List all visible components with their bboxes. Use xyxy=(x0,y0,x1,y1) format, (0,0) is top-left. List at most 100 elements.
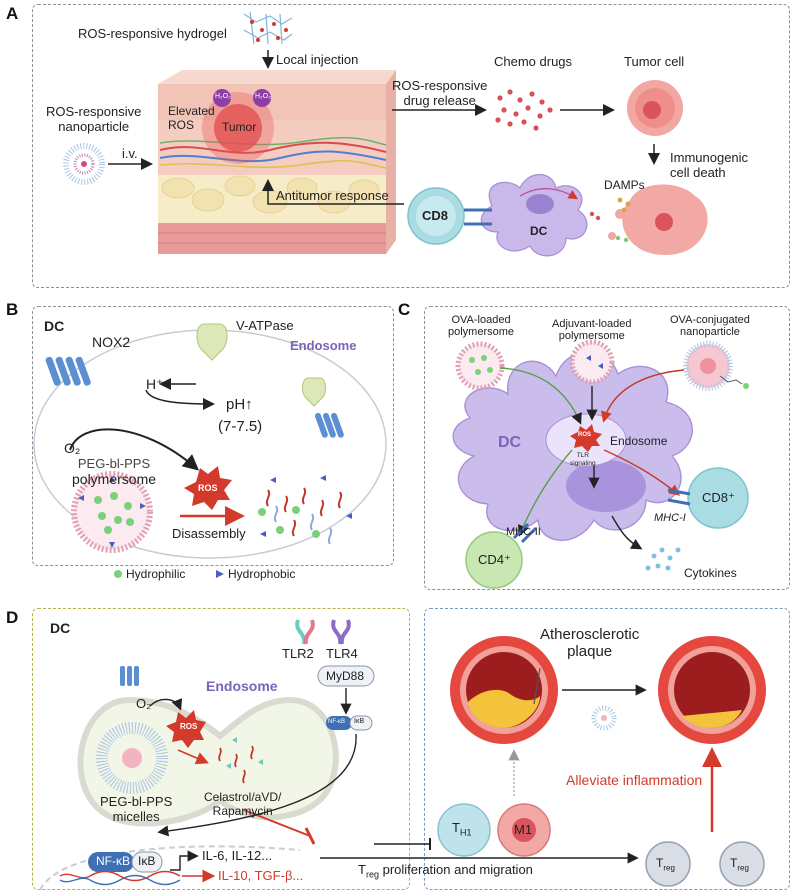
tlr2-label: TLR2 xyxy=(282,646,314,661)
chemo-drugs-icon xyxy=(495,89,553,131)
nfkb-label: NF-κB xyxy=(96,854,130,868)
artery-plaque-icon xyxy=(450,636,558,744)
dying-cell-icon xyxy=(608,184,708,255)
adjuvant-polymersome-icon xyxy=(569,339,615,385)
tumor-cell-label: Tumor cell xyxy=(624,54,685,69)
cd4-tcell-icon xyxy=(465,531,523,589)
hydrogel-label: ROS-responsive hydrogel xyxy=(78,26,227,41)
panel-c-label: C xyxy=(398,300,411,319)
nfkb-small-label: NF-κB xyxy=(328,719,345,725)
dc-label-c: DC xyxy=(498,434,522,451)
disassembly-label: Disassembly xyxy=(172,526,246,541)
damps-icon xyxy=(589,197,631,243)
cd8-label-c: CD8⁺ xyxy=(702,490,735,505)
ros-star-icon xyxy=(570,424,602,452)
nox2-label: NOX2 xyxy=(92,334,131,350)
cd8-cell-icon xyxy=(407,187,465,245)
h2o2-badge-icon xyxy=(213,89,231,107)
panel-d-label: D xyxy=(6,608,19,627)
drugs-label: Celastrol/aVD/Rapamycin xyxy=(204,790,282,818)
tumor-cell-icon xyxy=(627,80,683,136)
tlr4-icon xyxy=(331,619,351,645)
cytokines-icon xyxy=(645,547,681,571)
panel-d-right xyxy=(424,608,790,890)
ros-label-c: ROS xyxy=(578,432,592,438)
nfkb-box xyxy=(88,852,134,872)
iv-label: i.v. xyxy=(122,146,138,161)
dna-icon xyxy=(59,870,181,886)
ikb-box xyxy=(131,851,163,873)
endosome-label-b: Endosome xyxy=(290,338,357,353)
treg-cell-icon xyxy=(645,841,691,887)
ova-polymersome-icon xyxy=(455,341,505,391)
il10-label: IL-10, TGF-β... xyxy=(218,868,304,883)
h2o2-badge-icon xyxy=(253,89,271,107)
ros-label-b: ROS xyxy=(198,483,218,493)
nox2-icon xyxy=(314,412,344,438)
hydrophilic-label: Hydrophilic xyxy=(126,567,186,581)
micelle-icon xyxy=(96,722,168,794)
panel-b-label: B xyxy=(6,300,19,319)
m1-label: M1 xyxy=(514,822,533,837)
hydrogel-icon xyxy=(243,11,293,45)
tlr4-label: TLR4 xyxy=(326,646,358,661)
antitumor-label: Antitumor response xyxy=(276,188,389,203)
ros-star-icon xyxy=(184,466,232,510)
ova-nanoparticle-icon xyxy=(683,341,749,391)
h2o2-label: H₂O₂ xyxy=(255,93,271,100)
vatpase-label: V-ATPase xyxy=(236,318,294,333)
mhc1-label: MHC-I xyxy=(654,512,686,524)
panel-c xyxy=(424,306,790,590)
local-injection-label: Local injection xyxy=(276,52,359,67)
th1-cell-icon xyxy=(437,803,491,857)
endosome-label-d: Endosome xyxy=(206,678,278,694)
dc-label-a: DC xyxy=(530,224,548,238)
ros-star-icon xyxy=(166,710,206,748)
micelle-small-icon xyxy=(591,705,617,731)
hydrophobic-legend-icon xyxy=(216,570,224,578)
nfkb-small-box xyxy=(326,716,352,730)
receptor-icon xyxy=(120,666,139,686)
mhc2-label: MHC-II xyxy=(506,526,541,538)
cytokines-label: Cytokines xyxy=(684,566,737,580)
h2o2-label: H₂O₂ xyxy=(215,93,231,100)
artery-healed-icon xyxy=(658,636,766,744)
il6-label: IL-6, IL-12... xyxy=(202,848,273,863)
ph-label: pH↑ xyxy=(226,396,253,413)
nox2-icon xyxy=(45,356,91,386)
alleviate-label: Alleviate inflammation xyxy=(566,772,703,788)
myd88-box xyxy=(317,665,375,687)
tlr2-icon xyxy=(295,619,315,645)
dc-label-b: DC xyxy=(44,318,65,334)
ros-label-d: ROS xyxy=(180,722,198,731)
nucleus-outline xyxy=(39,845,301,891)
endosome-label-c: Endosome xyxy=(610,434,668,448)
panel-a-label: A xyxy=(6,4,19,23)
ikb-label: IκB xyxy=(138,854,156,868)
treg-label-1: Treg xyxy=(656,856,675,873)
polymersome-icon xyxy=(71,471,153,553)
tumor-label: Tumor xyxy=(222,120,257,134)
ph-range-label: (7-7.5) xyxy=(218,418,263,435)
hydrophilic-legend-icon xyxy=(114,570,122,578)
vatpase-icon xyxy=(301,377,327,407)
panel-b xyxy=(32,306,394,566)
cd4-label-c: CD4⁺ xyxy=(478,552,511,567)
panel-d-left xyxy=(32,608,410,890)
o2-label-b: O₂ xyxy=(64,440,81,456)
hydrophobic-label: Hydrophobic xyxy=(228,567,296,581)
treg-label-2: Treg xyxy=(730,856,749,873)
hplus-label: H⁺ xyxy=(146,376,164,392)
dc-label-d: DC xyxy=(50,620,71,636)
